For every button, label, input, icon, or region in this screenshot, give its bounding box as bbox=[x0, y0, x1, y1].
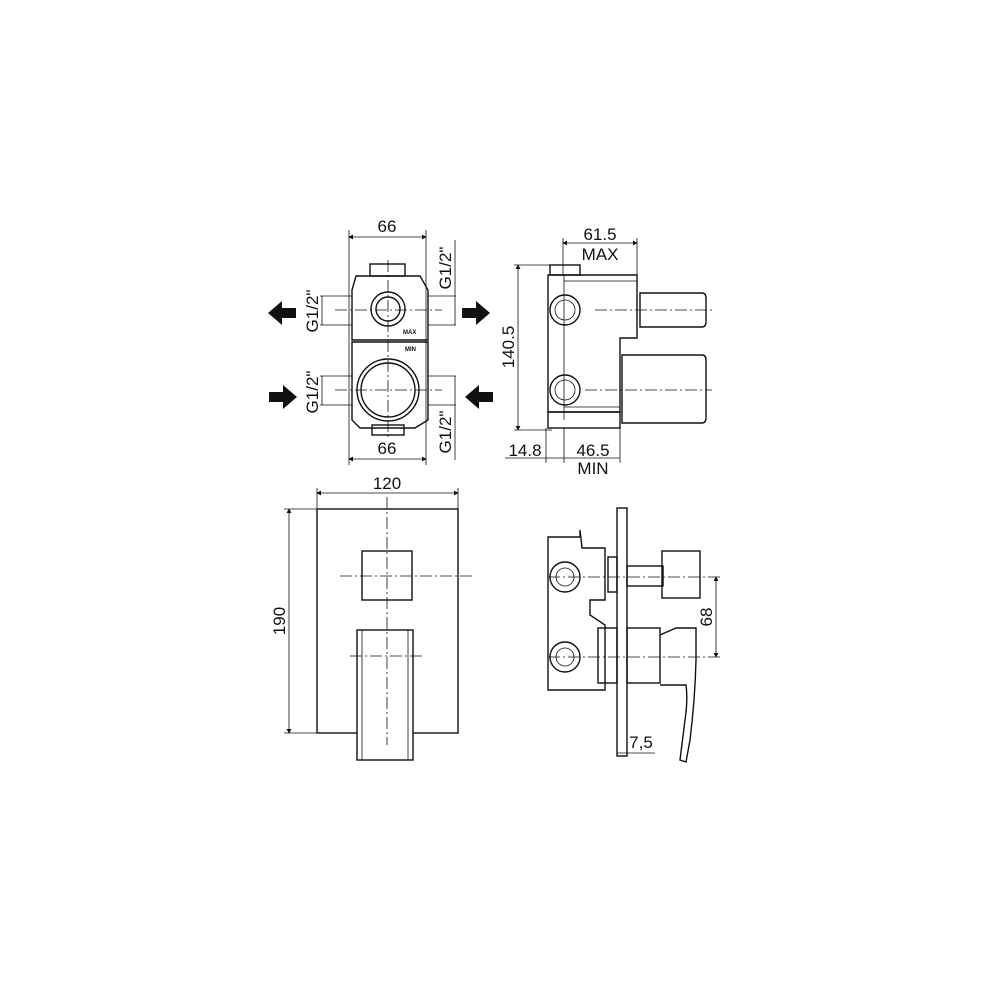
marking-max: MAX bbox=[403, 330, 416, 336]
axis-distance-label: 68 bbox=[697, 608, 716, 627]
thread-lower-left-label: G1/2" bbox=[303, 371, 322, 414]
depth-max-label: MAX bbox=[582, 245, 619, 264]
mixer-body bbox=[626, 627, 661, 684]
width-top-label: 66 bbox=[378, 217, 397, 236]
assembly-side-view: 68 7,5 bbox=[547, 507, 720, 763]
width-bottom-label: 66 bbox=[378, 439, 397, 458]
marking-min: MIN bbox=[405, 347, 416, 353]
cover-plate-side bbox=[616, 507, 628, 757]
upper-spindle bbox=[639, 292, 707, 328]
plate-height-label: 190 bbox=[270, 607, 289, 635]
plate-width-label: 120 bbox=[373, 474, 401, 493]
diverter-stem bbox=[626, 565, 664, 587]
valve-front-view: 66 66 MAX MIN G1/2" G1/2" G1/2" G1/2" bbox=[268, 217, 493, 465]
inlet-arrow-left-icon bbox=[269, 385, 297, 409]
depth-max-value: 61.5 bbox=[583, 225, 616, 244]
thread-upper-left-label: G1/2" bbox=[303, 290, 322, 333]
diverter-knob-side bbox=[661, 550, 701, 599]
upper-port-circle bbox=[549, 294, 581, 326]
outlet-arrow-left-icon bbox=[268, 301, 296, 325]
depth-min-label: MIN bbox=[577, 459, 608, 478]
lower-port-circle bbox=[549, 374, 581, 406]
valve-lower-body bbox=[351, 341, 429, 429]
plate-thickness-label: 7,5 bbox=[629, 733, 653, 752]
valve-body-side bbox=[547, 529, 606, 691]
plate-front-view: 120 190 bbox=[270, 474, 472, 761]
valve-top-cap bbox=[369, 263, 406, 277]
mixer-lever-side bbox=[659, 627, 697, 763]
mixer-lever bbox=[356, 629, 414, 761]
thread-lower-right-label: G1/2" bbox=[436, 411, 455, 454]
depth-min-value: 46.5 bbox=[576, 441, 609, 460]
valve-upper-body bbox=[351, 275, 429, 341]
outlet-arrow-right-icon bbox=[462, 301, 490, 325]
valve-side-view: 61.5 MAX 140.5 14.8 46.5 MIN bbox=[499, 225, 712, 478]
height-label: 140.5 bbox=[499, 326, 518, 369]
inlet-arrow-right-icon bbox=[465, 385, 493, 409]
offset-label: 14.8 bbox=[508, 441, 541, 460]
thread-upper-right-label: G1/2" bbox=[436, 247, 455, 290]
lower-spindle bbox=[621, 354, 707, 424]
